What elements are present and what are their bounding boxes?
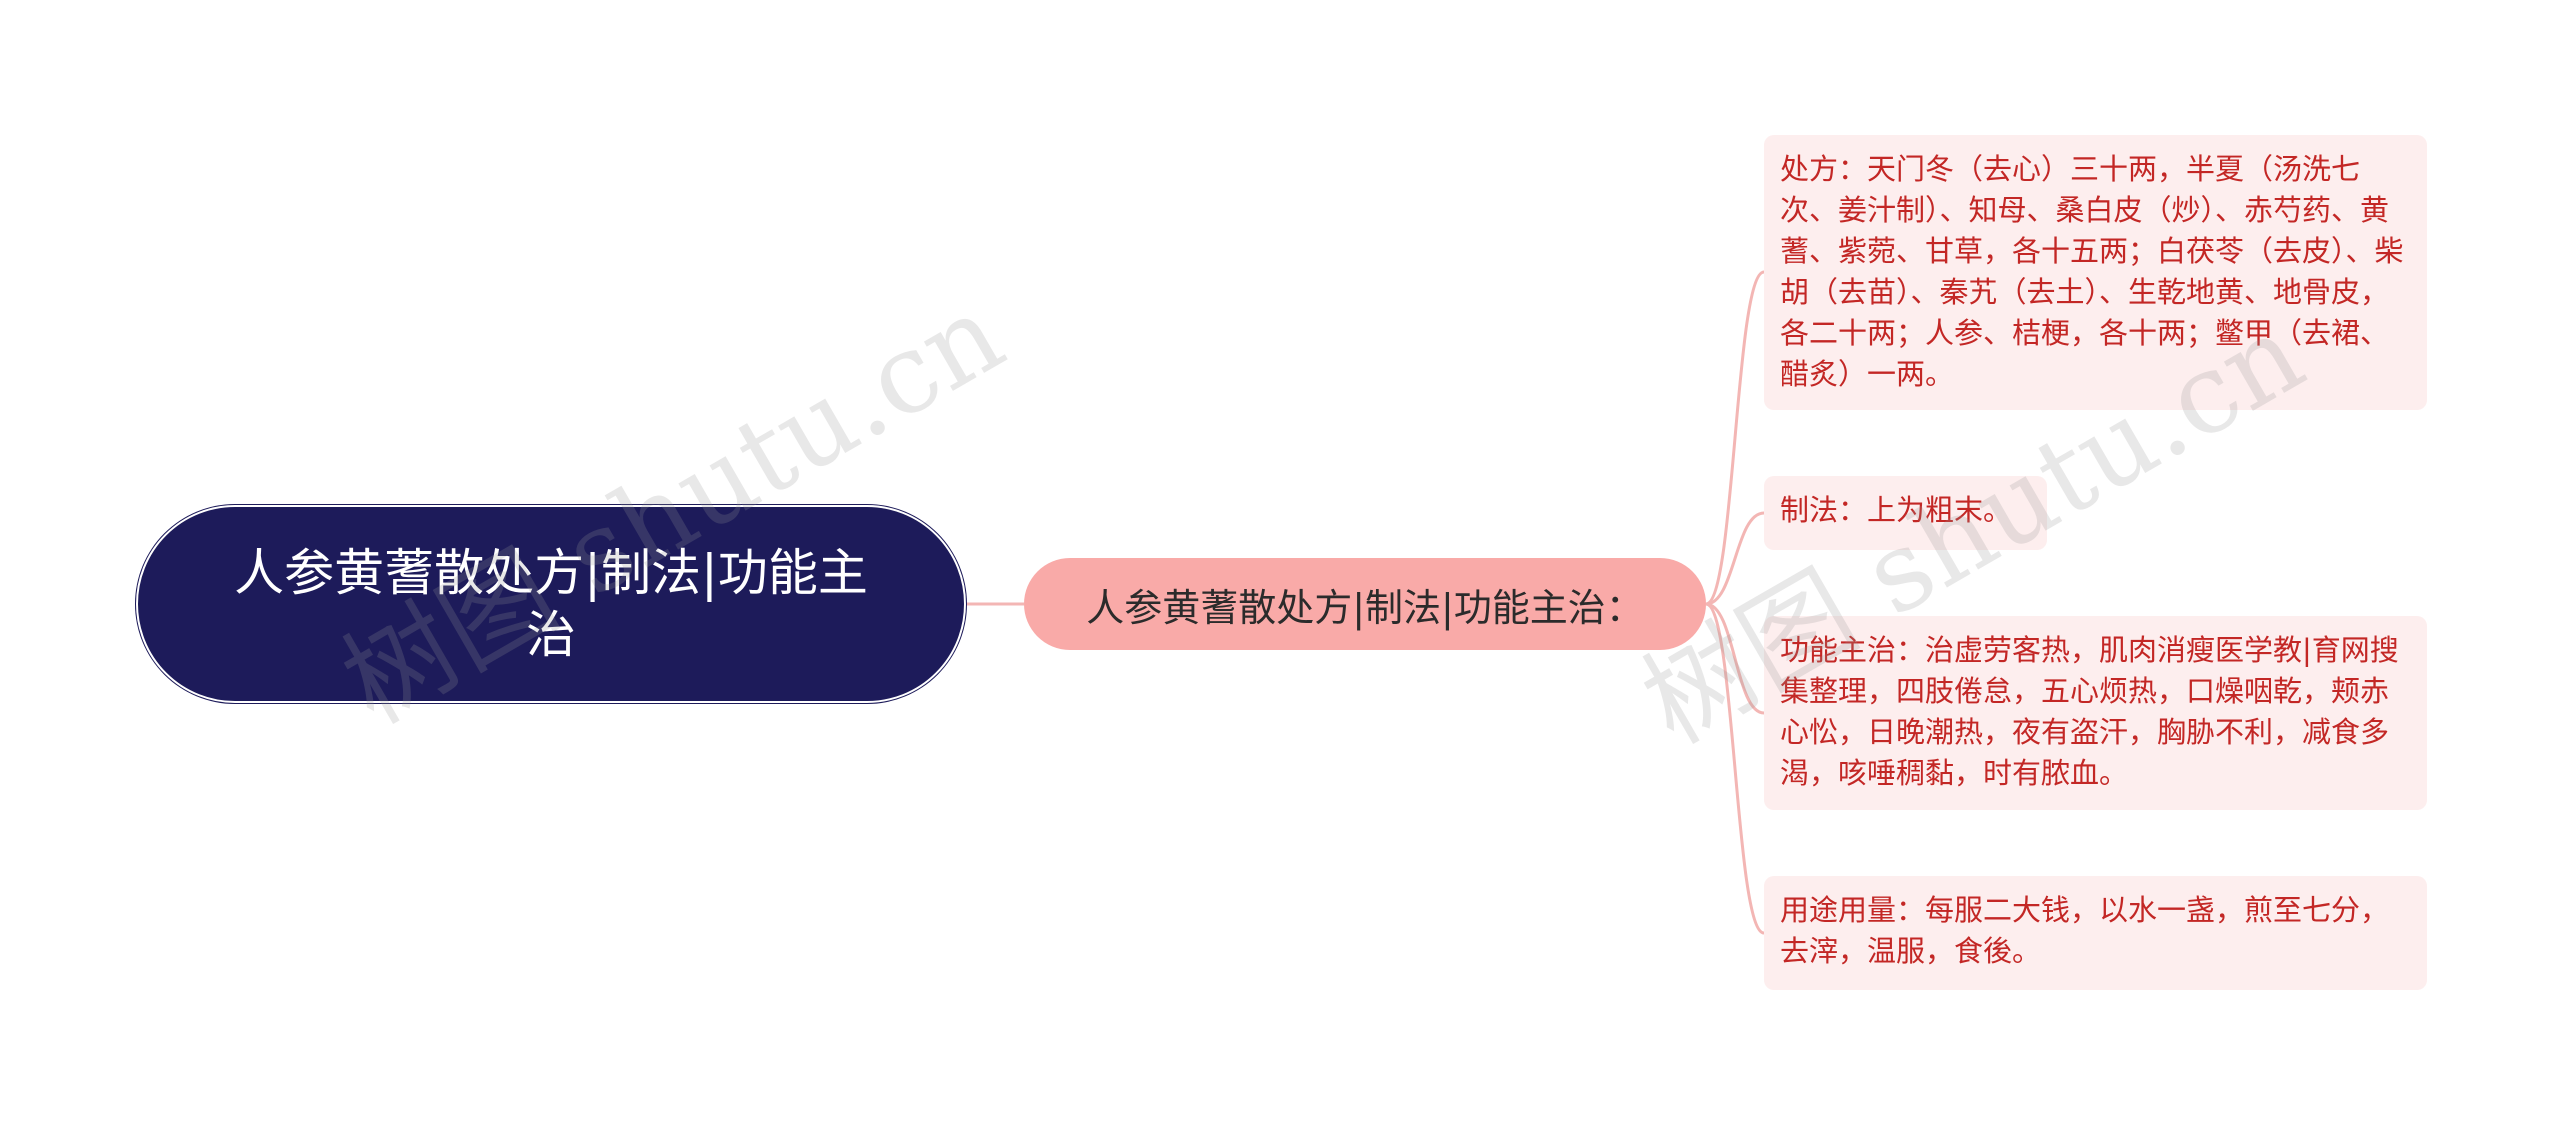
leaf-node-text: 处方：天门冬（去心）三十两，半夏（汤洗七次、姜汁制）、知母、桑白皮（炒）、赤芍药… [1780, 152, 2404, 391]
leaf-node-text: 用途用量：每服二大钱，以水一盏，煎至七分，去滓，温服，食後。 [1780, 893, 2390, 968]
leaf-node-text: 功能主治：治虚劳客热，肌肉消瘦医学教|育网搜集整理，四肢倦怠，五心烦热，口燥咽乾… [1780, 633, 2399, 790]
connector-branch-leaf-1 [1705, 511, 1765, 606]
leaf-node-preparation[interactable]: 制法：上为粗末。 [1764, 476, 2047, 550]
branch-node[interactable]: 人参黄蓍散处方|制法|功能主治： [1024, 558, 1706, 650]
root-node-label: 人参黄蓍散处方|制法|功能主治 [234, 544, 868, 664]
root-node[interactable]: 人参黄蓍散处方|制法|功能主治 [136, 505, 966, 703]
leaf-node-indications[interactable]: 功能主治：治虚劳客热，肌肉消瘦医学教|育网搜集整理，四肢倦怠，五心烦热，口燥咽乾… [1764, 616, 2427, 810]
connector-branch-leaf-0 [1705, 270, 1765, 606]
leaf-node-dosage[interactable]: 用途用量：每服二大钱，以水一盏，煎至七分，去滓，温服，食後。 [1764, 876, 2427, 990]
leaf-node-text: 制法：上为粗末。 [1780, 493, 2013, 527]
branch-node-label: 人参黄蓍散处方|制法|功能主治： [1086, 585, 1644, 630]
connector-branch-leaf-3 [1705, 602, 1765, 935]
leaf-node-prescription[interactable]: 处方：天门冬（去心）三十两，半夏（汤洗七次、姜汁制）、知母、桑白皮（炒）、赤芍药… [1764, 135, 2427, 410]
connector-branch-leaf-2 [1705, 602, 1765, 715]
